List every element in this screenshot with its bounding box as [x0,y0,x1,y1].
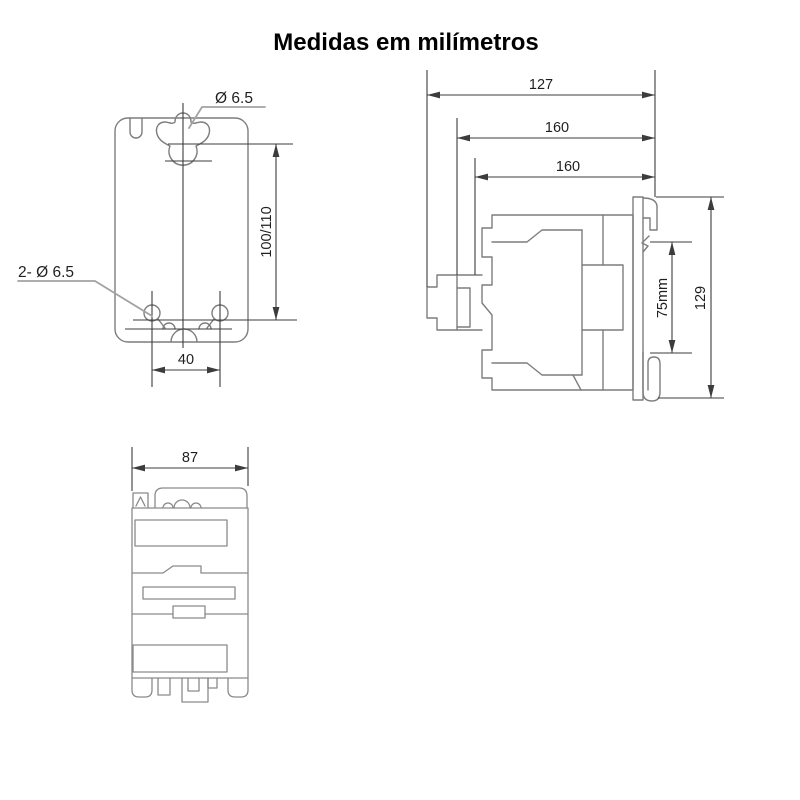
foot-center-inner [187,677,200,692]
top-housing [154,487,248,509]
mounting-plate-view: 100/110 40 Ø 6.5 2- Ø 6.5 [17,90,297,387]
rail-plate [632,196,644,401]
dim-label-mounting-height: 100/110 [259,206,275,257]
top-left-box-caret [135,496,146,507]
dim-label-height-overall: 129 [693,286,709,310]
terminal-bump-center [173,499,191,509]
leader-top-hole [188,106,266,129]
body-outline [481,214,634,391]
front-view: 87 [131,447,249,703]
body-front-block [581,264,624,331]
plate-top-notch [129,117,143,139]
dim-label-depth-overall: 127 [529,77,553,93]
dim-label-top-hole-diameter: Ø 6.5 [215,90,253,107]
dim-label-depth-lower: 160 [556,159,580,175]
side-view: 127 160 160 75mm 129 [426,70,724,402]
rail-top-hook [642,197,658,231]
front-body-outline [131,507,249,679]
front-slot-bar [142,586,236,600]
terminal-block-outline [426,274,483,331]
top-left-box [132,492,149,509]
front-panel-upper [134,519,228,547]
terminal-bump-right [190,502,202,509]
dim-label-bottom-holes-diameter: 2- Ø 6.5 [18,264,74,281]
bottom-center-notch [170,328,198,343]
body-bottom-diagonal [572,374,582,391]
foot-center-block [181,677,209,703]
foot-right [227,677,249,698]
dim-label-bottom-holes-spacing: 40 [178,352,194,368]
foot-peg-left [157,677,171,696]
front-center-tab [172,605,206,619]
leader-bottom-holes [17,280,153,317]
dim-label-rail-section-height: 75mm [655,278,671,318]
terminal-block-inner-step [456,287,471,328]
terminal-bump-left [162,502,174,509]
dim-label-depth-upper: 160 [545,120,569,136]
bottom-bump-left [162,322,176,330]
body-bottom-inner-line [491,362,583,376]
dim-label-width: 87 [182,450,198,466]
bottom-bump-right [198,322,212,330]
foot-left [131,677,153,698]
keyhole-slot [155,112,211,166]
front-panel-lower [132,644,228,673]
body-top-inner-line [491,229,583,243]
plate-outline [114,117,249,343]
front-step-line [131,565,249,574]
foot-peg-right [207,677,218,689]
rail-bottom-hook [642,351,661,402]
rail-clip-tooth [641,235,650,253]
page-title: Medidas em milímetros [273,29,538,56]
